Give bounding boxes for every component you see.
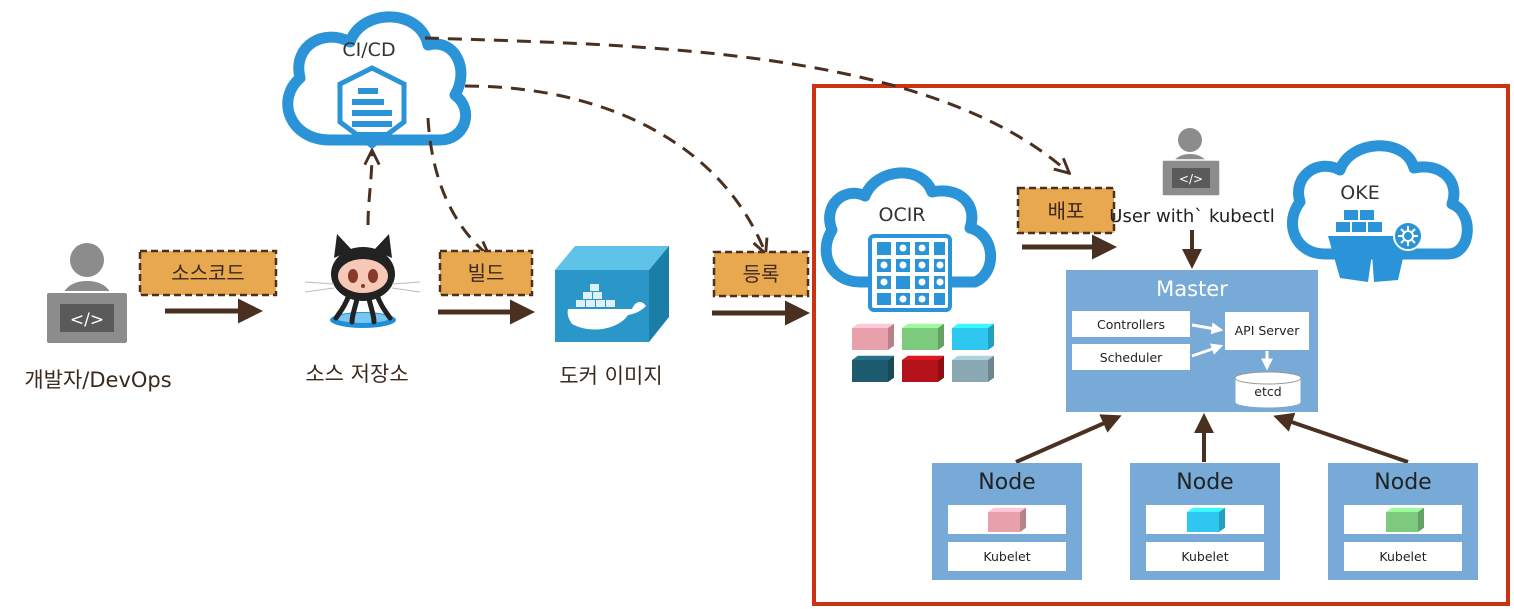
scheduler-label: Scheduler	[1100, 350, 1163, 365]
container-cube-icon	[1386, 507, 1424, 532]
repo-label: 소스 저장소	[305, 362, 408, 386]
oke-label: OKE	[1340, 182, 1379, 204]
container-cube-icon	[852, 323, 894, 350]
kubectl-user-icon: </>	[1161, 128, 1221, 197]
build-tag-label: 빌드	[468, 261, 505, 285]
container-cube-icon	[1187, 507, 1225, 532]
master-title: Master	[1156, 277, 1228, 301]
oke-cloud: OKE	[1286, 140, 1473, 282]
kubelet-label: Kubelet	[1181, 549, 1228, 564]
deploy-tag	[1016, 186, 1116, 235]
source-code-tag	[138, 249, 278, 297]
docker-image-icon	[555, 246, 669, 342]
image-label: 도커 이미지	[559, 364, 662, 388]
pipeline-shield-icon	[337, 65, 407, 150]
scheduler-box	[1072, 344, 1190, 370]
developer-icon: </>	[45, 243, 129, 345]
kubelet-label: Kubelet	[1379, 549, 1426, 564]
register-dashed-arrow	[464, 84, 765, 252]
register-tag	[712, 250, 810, 298]
github-octocat-icon	[304, 234, 421, 328]
container-cube-icon	[988, 507, 1026, 532]
api-server-label: API Server	[1235, 323, 1301, 338]
svg-text:</>: </>	[1179, 172, 1203, 186]
ocir-label: OCIR	[878, 204, 925, 226]
container-cube-icon	[902, 355, 944, 382]
trigger-dashed-arrow	[368, 152, 372, 226]
source-code-tag-label: 소스코드	[171, 261, 245, 285]
controllers-box	[1072, 311, 1190, 337]
deploy-dashed-arrow	[424, 36, 1068, 172]
kubernetes-ship-icon	[1328, 210, 1423, 282]
ocir-cloud: OCIR	[820, 167, 996, 312]
cicd-cloud: CI/CD	[282, 11, 472, 150]
cicd-label: CI/CD	[342, 39, 395, 61]
container-cube-icon	[952, 323, 994, 350]
node-title: Node	[978, 470, 1035, 495]
worker-node: Node Kubelet	[932, 463, 1082, 580]
master-panel: Master Controllers Scheduler API Server …	[1066, 270, 1318, 412]
controllers-label: Controllers	[1097, 317, 1165, 332]
api-server-box	[1225, 312, 1309, 350]
build-dashed-arrow	[426, 117, 488, 255]
build-tag	[438, 249, 534, 297]
cicd-connectors	[368, 36, 1068, 255]
oke-frame	[812, 84, 1510, 606]
worker-node: Node Kubelet	[1130, 463, 1280, 580]
etcd-label: etcd	[1254, 384, 1281, 399]
node-title: Node	[1374, 470, 1431, 495]
register-tag-label: 등록	[743, 262, 780, 286]
node-containers	[988, 507, 1424, 532]
developer-label: 개발자/DevOps	[24, 368, 171, 392]
container-cube-icon	[952, 355, 994, 382]
node-to-master-arrows	[1015, 412, 1409, 464]
registry-containers	[852, 323, 994, 382]
registry-grid-icon	[868, 234, 952, 312]
container-cube-icon	[902, 323, 944, 350]
kubectl-user-label: User with` kubectl	[1109, 206, 1274, 227]
deploy-tag-label: 배포	[1048, 199, 1085, 223]
kubelet-label: Kubelet	[983, 549, 1030, 564]
svg-text:</>: </>	[70, 310, 104, 330]
container-cube-icon	[852, 355, 894, 382]
etcd-database-icon	[1234, 371, 1302, 409]
node-title: Node	[1176, 470, 1233, 495]
